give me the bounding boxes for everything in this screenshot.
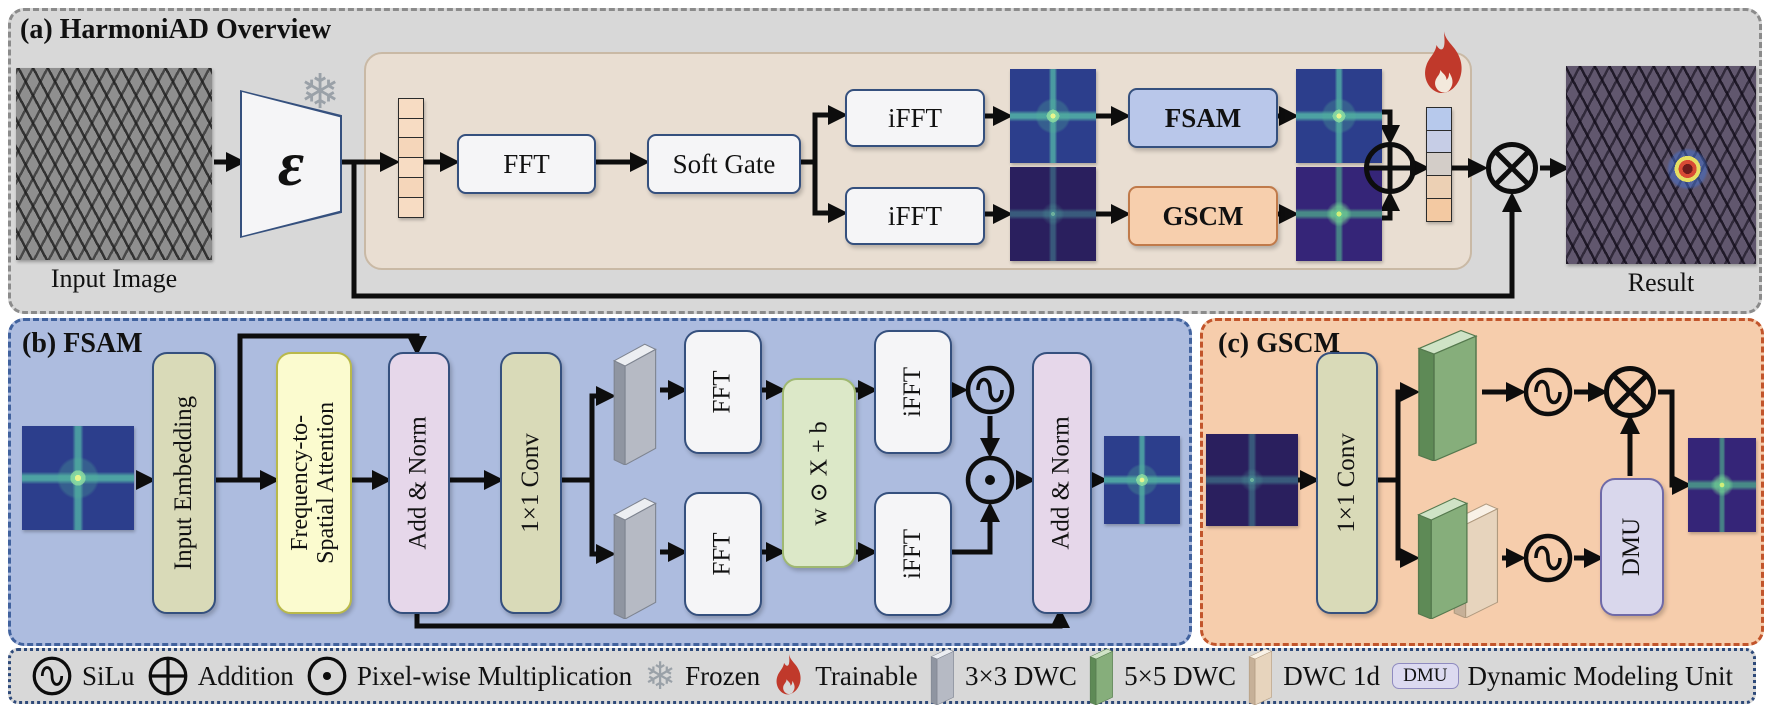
legend-item-dwc-3x3: 3×3 DWC <box>930 647 1077 705</box>
conv-1x1-box-fsam: 1×1 Conv <box>500 352 562 614</box>
legend-label: 3×3 DWC <box>964 660 1077 691</box>
soft-gate-box: Soft Gate <box>647 134 801 194</box>
multiplication-icon <box>1604 366 1656 418</box>
fsam-output-spectrum <box>1296 69 1382 163</box>
gscm-input-spectrum <box>1206 434 1298 526</box>
dmu-box: DMU <box>1600 478 1664 616</box>
legend-label: Frozen <box>685 660 761 691</box>
dwc-5x5-slab-bottom <box>1416 494 1472 619</box>
multiplication-icon <box>1486 142 1538 194</box>
fft-box: FFT <box>457 134 596 194</box>
feature-column-input <box>398 97 424 218</box>
dwc-3x3-slab-bottom <box>612 494 660 619</box>
legend-item-addition: Addition <box>147 655 294 697</box>
silu-icon <box>1523 533 1573 583</box>
dwc-1d-icon <box>1248 647 1274 705</box>
panel-c-title: (c) GSCM <box>1218 328 1341 359</box>
legend-item-dwc-5x5: 5×5 DWC <box>1089 647 1236 705</box>
fsam-input-spectrum <box>22 426 134 530</box>
legend-item-dwc-1d: DWC 1d <box>1248 647 1380 705</box>
legend-label: Trainable <box>815 660 918 691</box>
ifft-bottom-box-fsam: iFFT <box>874 492 952 616</box>
legend-item-pixelwise-multiplication: Pixel-wise Multiplication <box>306 655 632 697</box>
pixelwise-multiplication-icon <box>307 656 347 696</box>
fft-top-box-fsam: FFT <box>684 330 762 454</box>
silu-icon <box>1523 367 1573 417</box>
legend-label: Pixel-wise Multiplication <box>356 660 633 691</box>
legend-item-trainable: Trainable <box>772 653 918 699</box>
add-norm-2-box: Add & Norm <box>1032 352 1092 614</box>
gscm-output-spectrum-panel-c <box>1688 438 1756 532</box>
silu-icon <box>965 365 1015 415</box>
legend-label: Dynamic Modeling Unit <box>1467 660 1733 691</box>
legend-item-frozen: ❄ Frozen <box>644 657 760 695</box>
ifft-top-box: iFFT <box>845 89 985 147</box>
trainable-icon <box>1425 31 1462 94</box>
add-norm-1-box: Add & Norm <box>388 352 450 614</box>
frozen-icon: ❄ <box>300 64 341 120</box>
result-image <box>1566 66 1756 264</box>
legend-label: Addition <box>197 660 294 691</box>
panel-b-title: (b) FSAM <box>22 328 143 359</box>
frequency-to-spatial-attention-box: Frequency-to-Spatial Attention <box>276 352 352 614</box>
ifft-top-box-fsam: iFFT <box>874 330 952 454</box>
spectrum-high-freq <box>1010 69 1096 163</box>
legend-label: 5×5 DWC <box>1124 660 1237 691</box>
legend-bar: SiLu Addition Pixel-wise Multiplication … <box>8 648 1756 704</box>
pixelwise-multiplication-icon <box>965 455 1015 505</box>
result-caption: Result <box>1627 268 1695 297</box>
feature-column-fused <box>1426 106 1452 223</box>
addition-icon <box>1364 142 1416 194</box>
legend-item-silu: SiLu <box>31 655 135 697</box>
encoder-symbol: ε <box>277 128 305 199</box>
dwc-3x3-icon <box>930 647 956 705</box>
conv-1x1-box-gscm: 1×1 Conv <box>1316 352 1378 614</box>
gscm-module-box: GSCM <box>1128 186 1278 246</box>
panel-a-title: (a) HarmoniAD Overview <box>20 14 332 45</box>
dwc-5x5-icon <box>1089 647 1115 705</box>
fsam-output-spectrum-panel-b <box>1104 436 1180 524</box>
addition-icon <box>148 656 188 696</box>
legend-item-dmu: DMU Dynamic Modeling Unit <box>1392 661 1733 692</box>
legend-label: DWC 1d <box>1283 660 1380 691</box>
input-embedding-box: Input Embedding <box>152 352 216 614</box>
silu-icon <box>32 656 72 696</box>
dwc-3x3-slab-top <box>612 340 660 465</box>
input-image-caption: Input Image <box>50 264 178 293</box>
trainable-icon <box>776 653 801 695</box>
dwc-5x5-slab-top <box>1416 326 1482 461</box>
spectrum-low-freq <box>1010 167 1096 261</box>
legend-label: SiLu <box>82 660 135 691</box>
dmu-icon: DMU <box>1392 663 1459 689</box>
ifft-bottom-box: iFFT <box>845 187 985 245</box>
encoder-trapezoid: ε <box>240 90 342 238</box>
modulation-box: w ⊙ X + b <box>782 378 856 568</box>
fft-bottom-box-fsam: FFT <box>684 492 762 616</box>
fsam-module-box: FSAM <box>1128 88 1278 148</box>
input-image <box>16 68 212 260</box>
frozen-icon: ❄ <box>644 654 677 698</box>
